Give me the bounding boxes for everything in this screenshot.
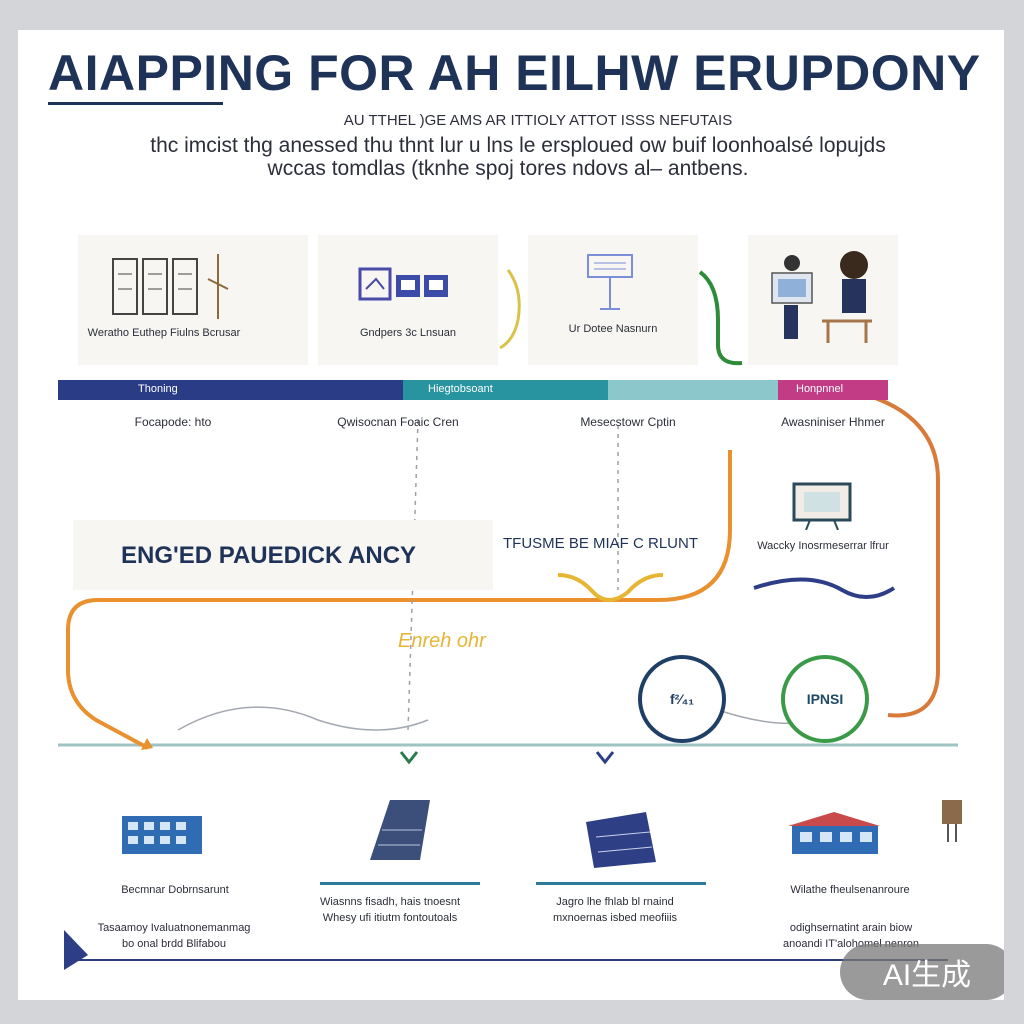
bottom-card-3-rule (536, 882, 706, 885)
grey-connector (177, 706, 429, 731)
script-annotation: Enreh ohr (398, 630, 486, 652)
mid-left-panel: ENG'ED PAUEDICK ANCY (73, 520, 493, 590)
copper-flow-path (847, 388, 940, 718)
plug-icon (942, 800, 962, 842)
server-rack-icon (112, 254, 229, 319)
orange-flow-path (66, 450, 732, 750)
top-panel-1: Weratho Euthep Fiulns Bcrusar (78, 235, 308, 365)
bottom-card-4: Wilathe fheulsenanroure odighsernatint a… (740, 790, 970, 950)
chevron-down-icon (399, 751, 419, 765)
bar-caption-3: Mesecstowr Cptin (580, 415, 676, 429)
timeline-segment-2: Hiegtobsoant (403, 380, 608, 400)
bottom-card-1-line1: Tasaamoy Ivaluatnonemanmag (97, 922, 251, 934)
bottom-card-3-line2: mxnoernas isbed meofiiis (552, 912, 678, 924)
dashboard-icon (358, 267, 448, 301)
top-panel-2: Gndpers 3c Lnsuan (318, 235, 498, 365)
timeline-segment-4: Honpnnel (778, 380, 888, 400)
navy-wave (753, 577, 896, 599)
bar-caption-2: Qwisocnan Foaic Cren (337, 415, 459, 429)
office-block-icon (586, 812, 656, 868)
bottom-card-2-line1: Wiasnns fisadh, hais tnoesnt (319, 896, 461, 908)
bottom-card-4-line1: odighsernatint arain biow (789, 922, 913, 934)
timeline-label-3: Honpnnel (796, 383, 844, 395)
bar-caption-4: Awasniniser Hhmer (781, 415, 885, 429)
bottom-card-4-title: Wilathe fheulsenanroure (790, 884, 910, 896)
bar-caption-1: Focapode: hto (134, 415, 212, 429)
bottom-card-1-title: Becmnar Dobrnsarunt (121, 884, 229, 896)
top-panel-3: Ur Dotee Nasnurn (528, 235, 698, 365)
bottom-card-1: Becmnar Dobrnsarunt Tasaamoy Ivaluatnone… (80, 790, 280, 950)
timeline-label-2: Hiegtobsoant (428, 383, 493, 395)
green-bracket (698, 270, 743, 366)
bottom-left-pointer (64, 930, 88, 970)
bottom-card-2-rule (320, 882, 480, 885)
top-panel-3-label: Ur Dotee Nasnurn (568, 323, 658, 335)
timeline-segment-1: Thoning (58, 380, 403, 400)
bottom-card-2: Wiasnns fisadh, hais tnoesnt Whesy ufi i… (290, 790, 490, 940)
chevron-down-icon (595, 751, 615, 765)
building-icon (122, 816, 202, 854)
subtitle-line-1: AU TTHEL )GE AMS AR ITTIOLY ATTOT ISSS N… (343, 112, 733, 129)
subtitle-line-2: thc imcist thg anessed thu thnt lur u ln… (150, 134, 886, 157)
orange-arrowhead (141, 738, 153, 750)
yellow-bracket (499, 269, 521, 350)
mid-left-title: ENG'ED PAUEDICK ANCY (121, 542, 417, 569)
warehouse-icon (788, 812, 880, 854)
mid-right-label: Waccky Inosrmeserrar lfrur (757, 540, 889, 552)
timeline-segment-3 (608, 380, 778, 400)
presentation-board-icon (792, 482, 852, 530)
yellow-bridge (557, 573, 664, 602)
process-circle-text: f²⁄₄₁ (669, 691, 695, 707)
bottom-card-3: Jagro lhe fhlab bl rnaind mxnoernas isbe… (510, 790, 720, 940)
process-circle-icon: f²⁄₄₁ (638, 655, 726, 743)
top-panel-4 (748, 235, 898, 365)
monitor-stand-icon (587, 254, 633, 310)
ipnsi-circle-text: IPNSI (806, 691, 844, 707)
ai-generated-watermark: AI生成 (840, 944, 1004, 1000)
title-underline (48, 102, 223, 105)
top-panel-1-label: Weratho Euthep Fiulns Bcrusar (87, 327, 241, 339)
infographic-page: AIAPPING FOR AH EILHW ERUPDONY AU TTHEL … (18, 30, 1004, 1000)
top-panel-2-label: Gndpers 3c Lnsuan (359, 327, 456, 339)
bottom-card-3-line1: Jagro lhe fhlab bl rnaind (556, 896, 674, 908)
bottom-card-2-line2: Whesy ufi itiutm fontoutoals (322, 912, 458, 924)
timeline-label-1: Thoning (138, 383, 178, 395)
subtitle-line-3: wccas tomdlas (tknhe spoj tores ndovs al… (267, 157, 749, 180)
ipnsi-circle-icon: IPNSI (781, 655, 869, 743)
tower-building-icon (370, 800, 430, 860)
people-at-desk-icon (771, 251, 872, 343)
bottom-card-1-line2: bo onal brdd Blifabou (122, 938, 226, 950)
mid-center-title: TFUSME BE MIAF C RLUNT (503, 535, 699, 552)
page-title: AIAPPING FOR AH EILHW ERUPDONY (48, 45, 981, 101)
